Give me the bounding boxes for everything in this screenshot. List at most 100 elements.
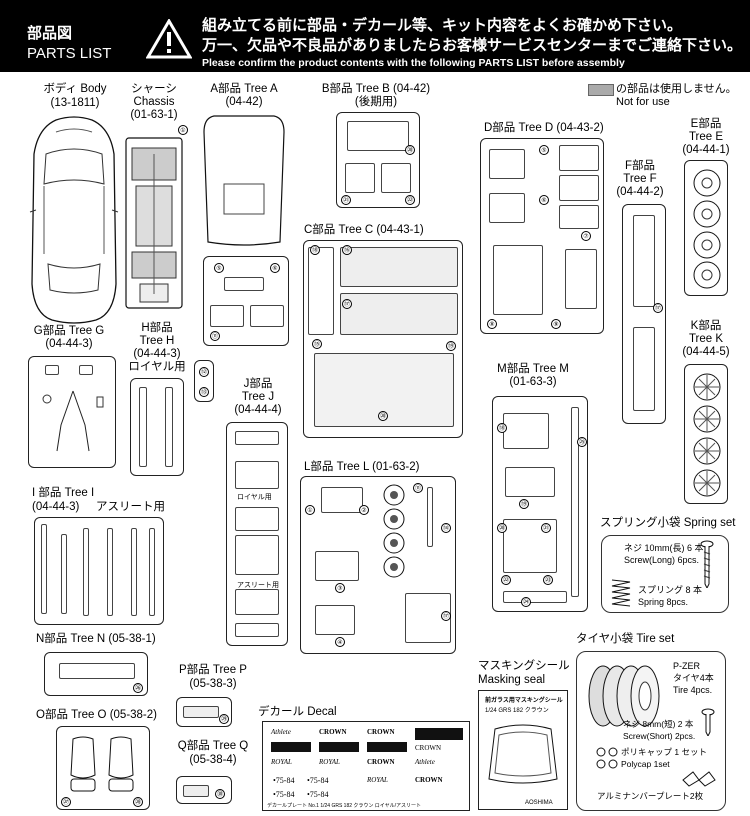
decal-black-panel bbox=[319, 742, 359, 752]
tree-a-label: A部品 Tree A bbox=[210, 83, 278, 95]
tree-j-athlete-note: アスリート用 bbox=[237, 582, 279, 589]
tree-n-frame: ㉖ bbox=[44, 652, 148, 696]
part-number: ⑳ bbox=[497, 523, 507, 533]
tree-m-frame: ⑱ ⑲ ⑳ ㉑ ㉒ ㉓ ㉔ ㉕ bbox=[492, 396, 588, 612]
part-number: ⑲ bbox=[446, 341, 456, 351]
part-number: ⑭ bbox=[441, 523, 451, 533]
part-number: ㉑ bbox=[541, 523, 551, 533]
tree-n-label: N部品 Tree N (05-38-1) bbox=[36, 633, 156, 645]
part-number: ① bbox=[178, 125, 188, 135]
chassis-code: (01-63-1) bbox=[130, 109, 178, 121]
part-number: ㉑ bbox=[341, 195, 351, 205]
tree-q-frame: ㉚ bbox=[176, 776, 232, 804]
header-banner: 部品図 PARTS LIST 組み立てる前に部品・デカール等、キット内容をよくお… bbox=[0, 0, 750, 72]
part-number: ㉗ bbox=[61, 797, 71, 807]
tree-j-label-ja: J部品 bbox=[243, 378, 273, 390]
decal-sheet: Athlete CROWN CROWN CROWN ROYAL ROYAL CR… bbox=[262, 721, 470, 811]
decal-royal-text: ROYAL bbox=[367, 776, 388, 784]
tire-qty-en: Tire 4pcs. bbox=[673, 685, 713, 695]
decal-royal-text: ROYAL bbox=[271, 758, 292, 766]
part bbox=[559, 145, 599, 171]
screw-icon bbox=[701, 708, 715, 736]
body-shell-drawing bbox=[29, 116, 119, 324]
tree-j-royal-note: ロイヤル用 bbox=[237, 494, 272, 501]
tree-k-code: (04-44-5) bbox=[682, 346, 730, 358]
part bbox=[633, 327, 655, 411]
part bbox=[489, 193, 525, 223]
part-number: ⑥ bbox=[270, 263, 280, 273]
part-number: ⑪ bbox=[413, 483, 423, 493]
part bbox=[315, 605, 355, 635]
body-code: (13-1811) bbox=[50, 97, 100, 109]
tree-e-label-en: Tree E bbox=[688, 131, 724, 143]
decal-plate-text: •75-84 bbox=[307, 776, 329, 785]
part-number: ⑥ bbox=[539, 195, 549, 205]
tree-f-code: (04-44-2) bbox=[616, 186, 664, 198]
part-number: ③ bbox=[335, 583, 345, 593]
spring-set-box: ネジ 10mm(長) 6 本 Screw(Long) 6pcs. スプリング 8… bbox=[601, 535, 729, 613]
part bbox=[345, 163, 375, 193]
tree-f-label-en: Tree F bbox=[623, 173, 657, 185]
tree-g-frame bbox=[28, 356, 116, 468]
part-number: ⑧ bbox=[487, 319, 497, 329]
tire-drawing bbox=[588, 665, 660, 727]
tree-o-label: O部品 Tree O (05-38-2) bbox=[36, 709, 157, 721]
part-number: ⑲ bbox=[519, 499, 529, 509]
spring-set-spring-ja: スプリング 8 本 bbox=[638, 585, 703, 595]
tree-d-frame: ⑤ ⑥ ⑦ ⑧ ⑨ bbox=[480, 138, 604, 334]
decal-plate-text: •75-84 bbox=[273, 776, 295, 785]
tree-o-frame: ㉗ ㉘ bbox=[56, 726, 150, 810]
decal-black-panel bbox=[367, 742, 407, 752]
part-number: ⑤ bbox=[214, 263, 224, 273]
part-number: ㉒ bbox=[405, 195, 415, 205]
part-number: ㉕ bbox=[577, 437, 587, 447]
part bbox=[489, 149, 525, 179]
seat-drawing bbox=[70, 736, 134, 792]
decal-athlete-text: Athlete bbox=[271, 728, 291, 736]
part bbox=[45, 365, 59, 375]
tree-a-code: (04-42) bbox=[225, 96, 263, 108]
tree-g-code: (04-44-3) bbox=[45, 338, 93, 350]
part bbox=[340, 247, 458, 287]
decal-black-panel bbox=[271, 742, 311, 752]
tree-h-frame bbox=[130, 378, 184, 476]
part-number: ⑳ bbox=[405, 145, 415, 155]
spring-set-screw-en: Screw(Long) 6pcs. bbox=[624, 555, 700, 565]
part bbox=[565, 249, 597, 309]
part-number: ㉚ bbox=[215, 789, 225, 799]
spring-set-spring-en: Spring 8pcs. bbox=[638, 597, 689, 607]
polycap-ja: ポリキャップ 1 セット bbox=[621, 747, 707, 757]
masking-seal-sheet: 前ガラス用マスキングシール 1/24 GRS 182 クラウン AOSHIMA bbox=[478, 690, 568, 810]
part bbox=[427, 487, 433, 547]
part bbox=[503, 591, 567, 603]
tree-q-label: Q部品 Tree Q bbox=[177, 740, 249, 752]
part bbox=[315, 551, 359, 581]
decal-royal-text: ROYAL bbox=[319, 758, 340, 766]
part-number: ⑰ bbox=[441, 611, 451, 621]
tree-a-runner: ⑫ ⑬ bbox=[194, 360, 214, 402]
tree-l-frame: ① ② ③ ④ ⑪ ⑭ ⑰ bbox=[300, 476, 456, 654]
tree-h-note: ロイヤル用 bbox=[128, 361, 186, 373]
tree-i-frame bbox=[34, 517, 164, 625]
masking-seal-brand: AOSHIMA bbox=[525, 800, 553, 806]
tree-k-label-ja: K部品 bbox=[690, 320, 722, 332]
tree-j-label-en: Tree J bbox=[241, 391, 275, 403]
spring-set-screw-ja: ネジ 10mm(長) 6 本 bbox=[624, 543, 704, 553]
mirror-arm-drawing bbox=[42, 390, 104, 452]
part bbox=[503, 519, 557, 573]
part bbox=[559, 175, 599, 201]
tree-b-note: (後期用) bbox=[354, 96, 398, 108]
part bbox=[250, 305, 284, 327]
tree-a-glass-drawing bbox=[203, 115, 285, 246]
part-number: ⑦ bbox=[581, 231, 591, 241]
masking-seal-title-en: Masking seal bbox=[478, 674, 546, 686]
tree-i-label: I 部品 Tree I bbox=[32, 487, 95, 499]
part-number: ⑨ bbox=[551, 319, 561, 329]
part-number: ⑳ bbox=[378, 411, 388, 421]
tree-k-frame bbox=[684, 364, 728, 504]
part bbox=[79, 365, 93, 375]
part bbox=[139, 387, 147, 467]
tire-brand: P-ZER bbox=[673, 661, 700, 671]
tree-b-label: B部品 Tree B (04-42) bbox=[321, 83, 431, 95]
part bbox=[235, 431, 279, 445]
